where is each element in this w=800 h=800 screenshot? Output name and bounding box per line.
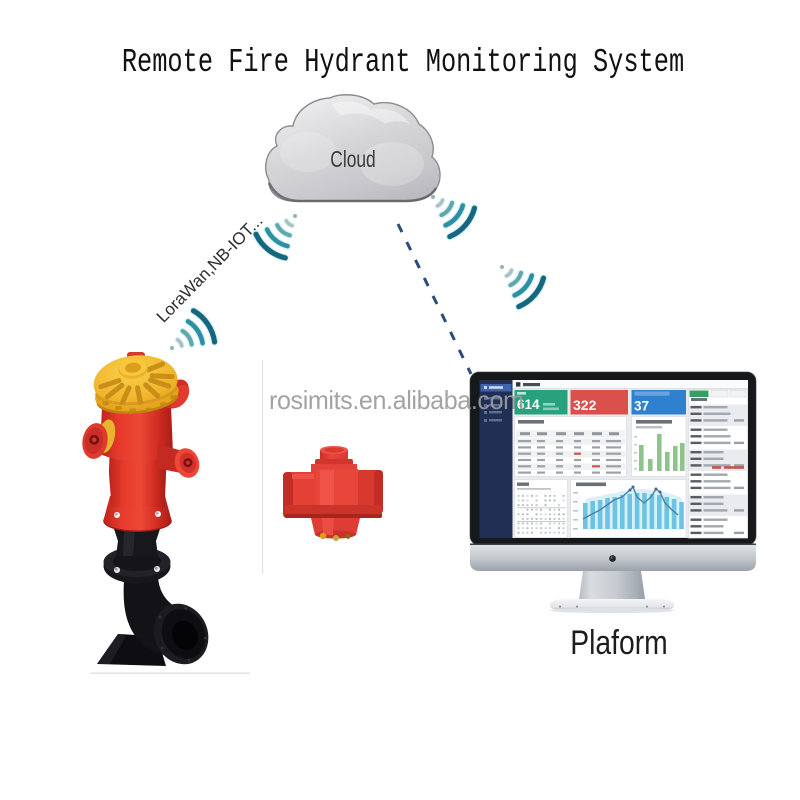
- svg-text:37: 37: [634, 399, 649, 414]
- svg-text:322: 322: [573, 397, 597, 413]
- svg-text:614: 614: [517, 397, 540, 412]
